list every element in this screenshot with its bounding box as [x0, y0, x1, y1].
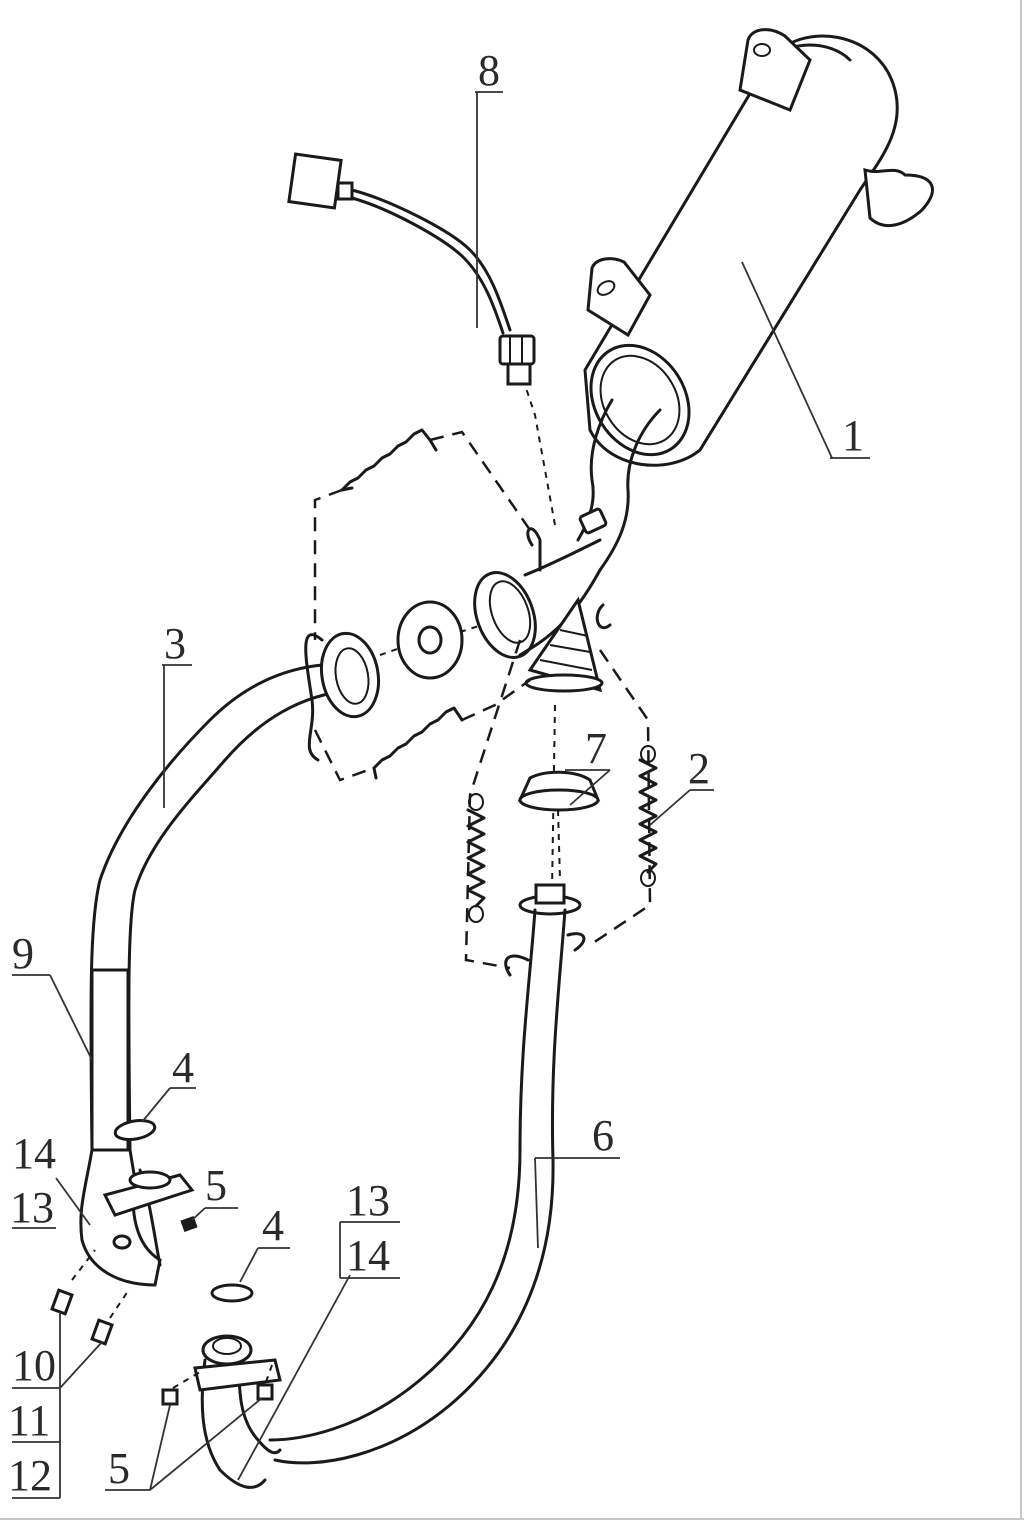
callout-13-rear: 13	[346, 1176, 390, 1225]
callout-13-front: 13	[10, 1183, 54, 1232]
joint-assembly	[313, 384, 652, 970]
spring-pair-part	[466, 745, 658, 923]
callout-6: 6	[592, 1111, 614, 1160]
collar-part	[517, 770, 601, 812]
callout-10: 10	[12, 1341, 56, 1390]
rear-pipe-part	[161, 883, 586, 1489]
callout-11: 11	[8, 1396, 50, 1445]
muffler-part	[576, 28, 934, 572]
callout-4-front: 4	[172, 1043, 194, 1092]
callout-5-rear: 5	[108, 1444, 130, 1493]
callout-5-front: 5	[205, 1161, 227, 1210]
oxygen-sensor-part	[287, 152, 536, 386]
callout-14-rear: 14	[346, 1231, 390, 1280]
callout-3: 3	[164, 619, 186, 668]
callout-8: 8	[478, 46, 500, 95]
callout-14-front: 14	[12, 1129, 56, 1178]
callout-4-rear: 4	[262, 1201, 284, 1250]
callout-1: 1	[842, 411, 864, 460]
leader-lines	[12, 91, 870, 1499]
callout-labels: 8 1 3 7 2 9 4 14 5 13 4 6 13 14 10 11 12…	[8, 46, 864, 1500]
callout-7: 7	[585, 724, 607, 773]
front-pipe-part	[50, 631, 381, 1346]
callout-9: 9	[12, 929, 34, 978]
callout-12: 12	[8, 1451, 52, 1500]
callout-2: 2	[688, 744, 710, 793]
